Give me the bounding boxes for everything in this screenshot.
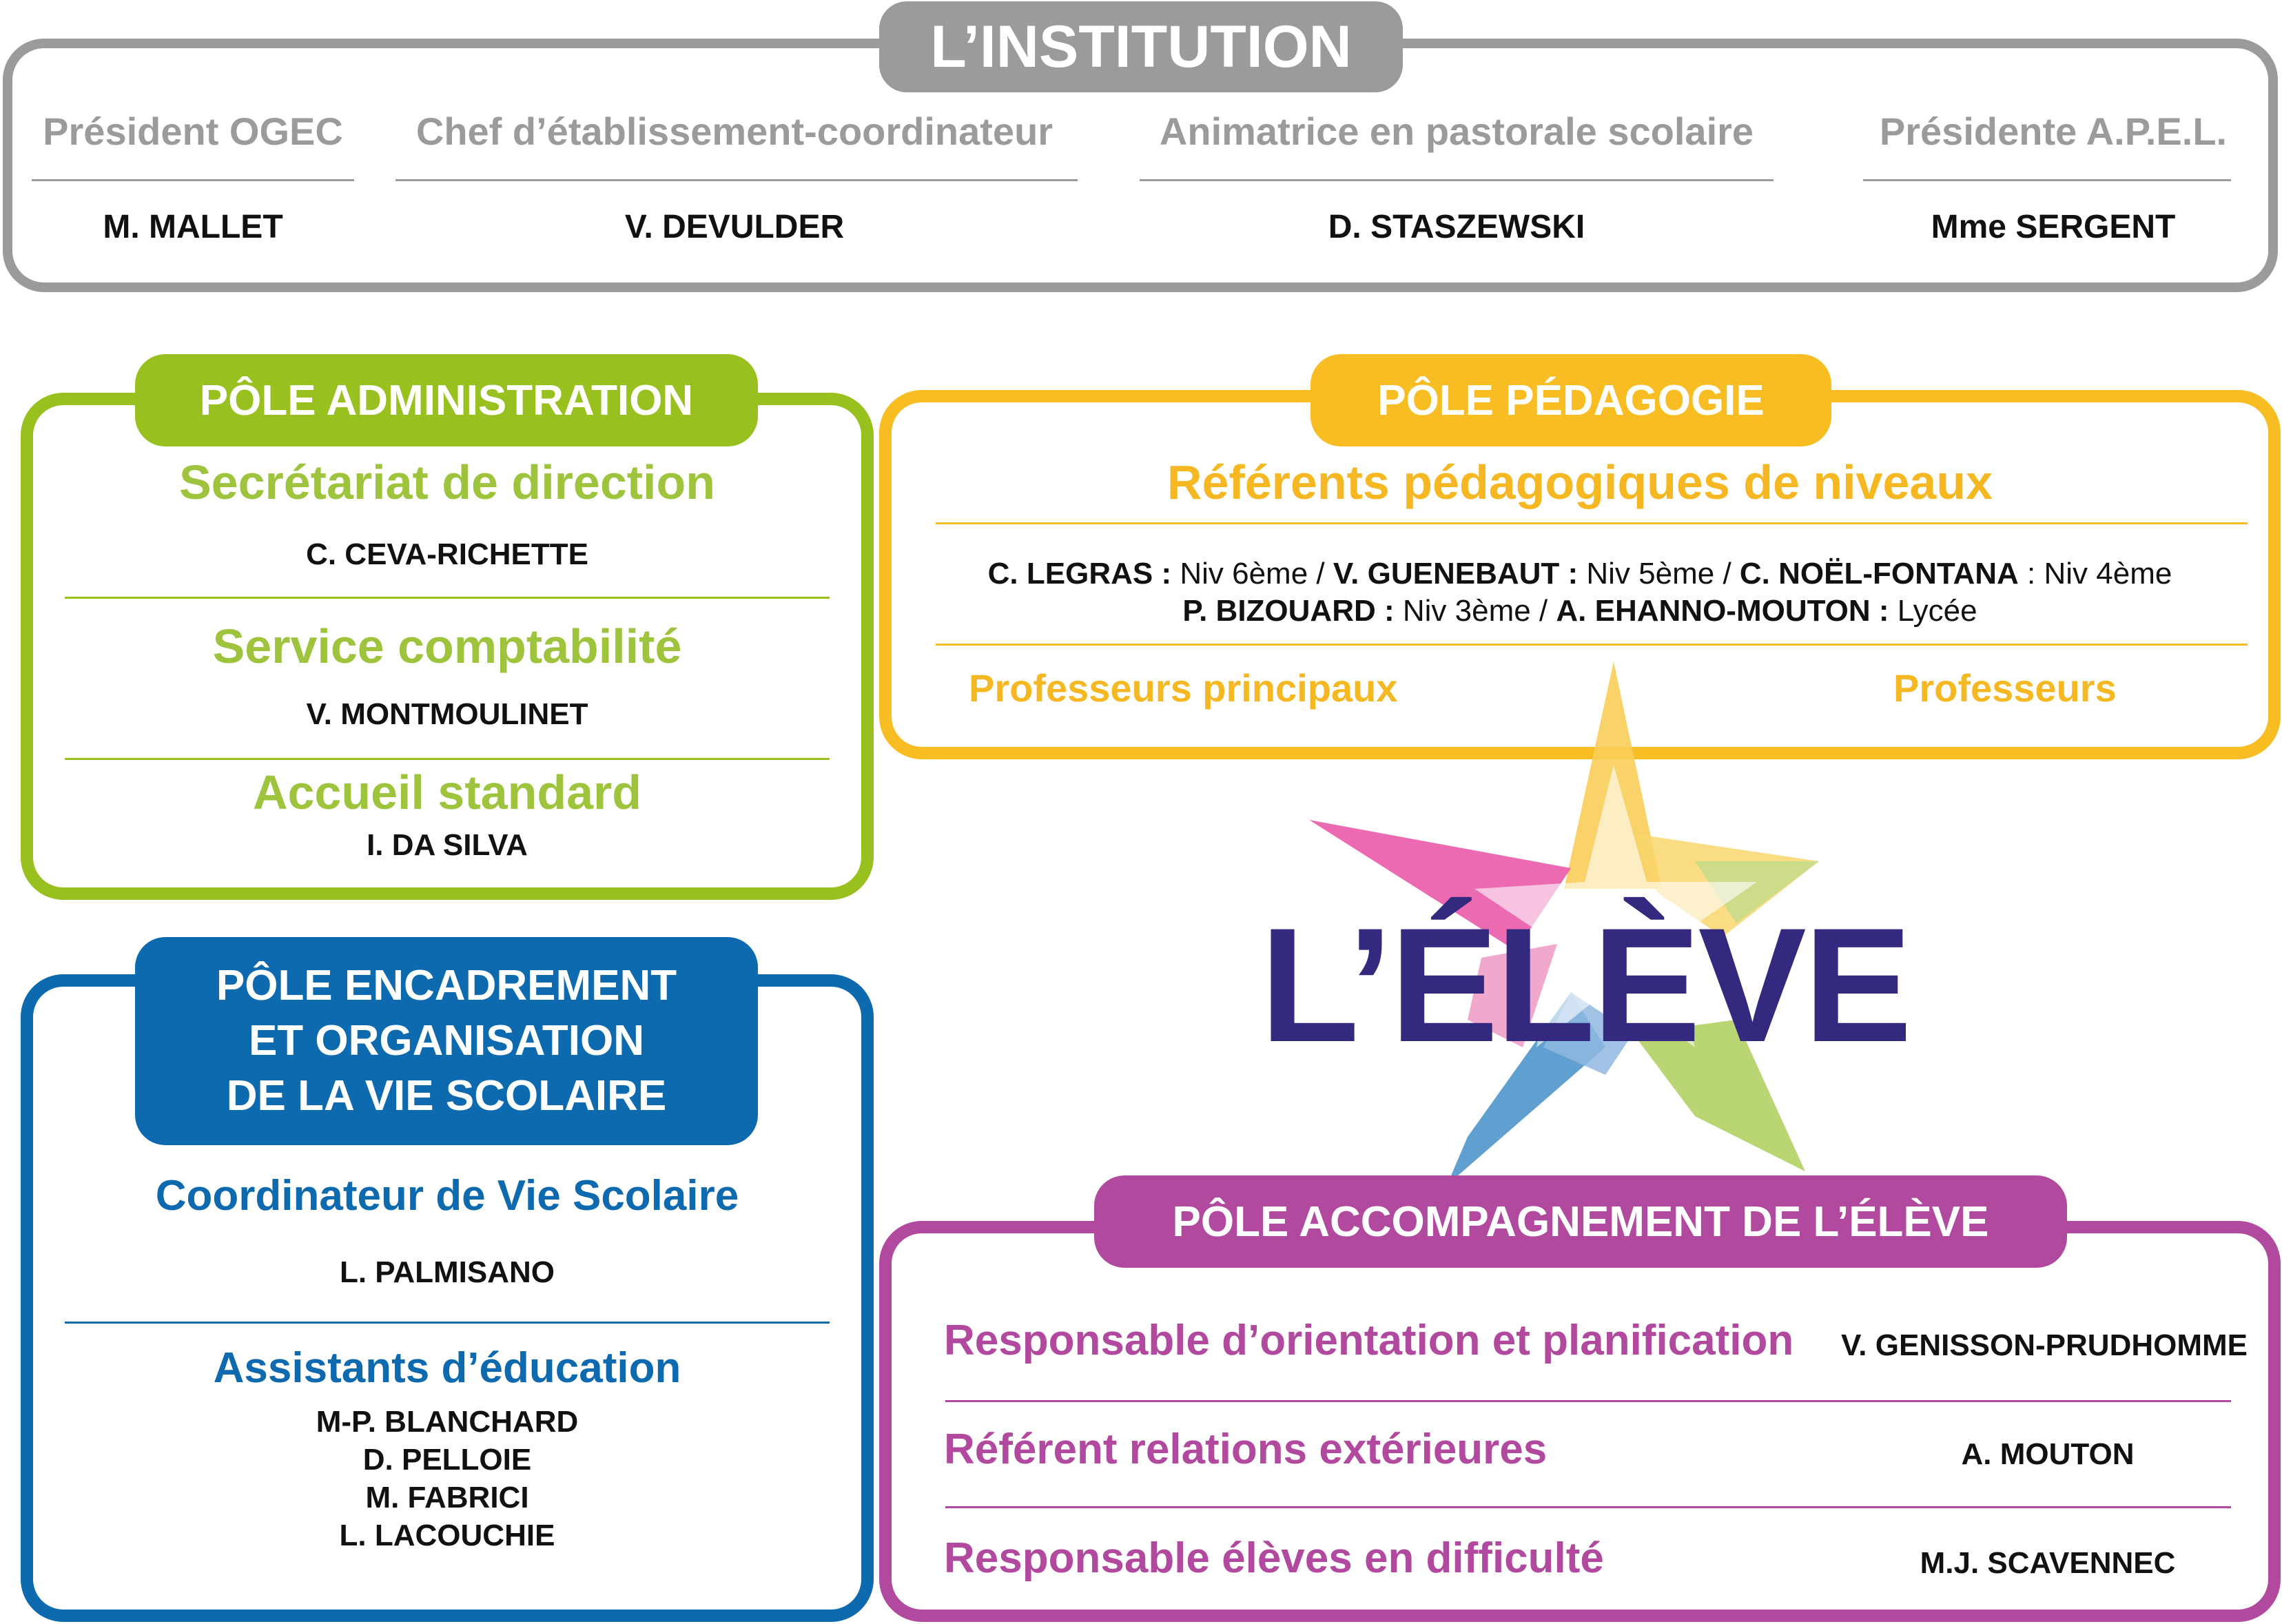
admin-section-name: C. CEVA-RICHETTE — [306, 537, 588, 571]
pedagogie-right-label: Professeurs — [1893, 666, 2117, 710]
assistants-list: M-P. BLANCHARD D. PELLOIE M. FABRICI L. … — [41, 1403, 853, 1554]
encadrement-divider — [65, 1322, 830, 1324]
admin-section-heading: Secrétariat de direction — [178, 455, 716, 509]
star-core — [1474, 765, 1757, 1047]
encadrement-title-line: DE LA VIE SCOLAIRE — [226, 1072, 667, 1120]
pedagogie-title-tab: PÔLE PÉDAGOGIE — [1310, 354, 1831, 446]
institution-role: Animatrice en pastorale scolaire — [1159, 110, 1754, 153]
coordinator-name: L. PALMISANO — [339, 1255, 555, 1289]
institution-role: Présidente A.P.E.L. — [1879, 110, 2228, 153]
star-arm-right-green — [1695, 861, 1819, 923]
assistant-name: M. FABRICI — [365, 1481, 529, 1514]
referent-level: Lycée — [1889, 594, 1977, 628]
institution-member-3: Animatrice en pastorale scolaire — [1126, 109, 1787, 154]
assistant-name: L. LACOUCHIE — [339, 1519, 555, 1552]
referent-name: C. NOËL-FONTANA — [1739, 557, 2019, 590]
institution-title: L’INSTITUTION — [930, 13, 1352, 80]
coordinator-heading: Coordinateur de Vie Scolaire — [155, 1172, 739, 1220]
accompagnement-divider — [945, 1400, 2231, 1402]
pedagogie-heading: Référents pédagogiques de niveaux — [1166, 455, 1993, 509]
accompagnement-role: Référent relations extérieures — [944, 1426, 1548, 1473]
pedagogie-title: PÔLE PÉDAGOGIE — [1377, 376, 1765, 424]
institution-role: Chef d’établissement-coordinateur — [415, 110, 1053, 153]
assistant-name: D. PELLOIE — [362, 1443, 532, 1477]
administration-title: PÔLE ADMINISTRATION — [199, 376, 694, 424]
encadrement-title-line: ET ORGANISATION — [248, 1017, 645, 1065]
accompagnement-name: V. GENISSON-PRUDHOMME — [1841, 1328, 2248, 1362]
referent-level: Niv 5ème / — [1578, 557, 1740, 590]
accompagnement-panel — [879, 1221, 2281, 1622]
referent-name: P. BIZOUARD : — [1182, 594, 1395, 628]
institution-name: V. DEVULDER — [624, 209, 845, 245]
institution-name: D. STASZEWSKI — [1328, 209, 1585, 245]
accompagnement-name: A. MOUTON — [1961, 1437, 2135, 1471]
institution-member-1: Président OGEC — [28, 109, 358, 154]
institution-divider — [32, 179, 354, 181]
institution-title-tab: L’INSTITUTION — [879, 1, 1403, 92]
pedagogie-panel — [879, 390, 2281, 759]
assistants-heading: Assistants d’éducation — [213, 1344, 681, 1392]
star-arm-lower-left-pink — [1468, 944, 1557, 1047]
star-graphic — [1309, 661, 1819, 1185]
admin-divider — [65, 758, 830, 760]
pedagogie-divider — [936, 644, 2248, 646]
accompagnement-divider — [945, 1506, 2231, 1508]
admin-section-name: V. MONTMOULINET — [306, 697, 588, 731]
admin-divider — [65, 597, 830, 599]
referent-name: C. LEGRAS : — [987, 557, 1172, 590]
institution-divider — [1863, 179, 2231, 181]
institution-member-2: Chef d’établissement-coordinateur — [387, 109, 1082, 154]
pedagogie-referents-line-2: P. BIZOUARD : Niv 3ème / A. EHANNO-MOUTO… — [903, 594, 2257, 628]
accompagnement-title-tab: PÔLE ACCOMPAGNEMENT DE L’ÉLÈVE — [1094, 1175, 2067, 1268]
institution-divider — [1140, 179, 1774, 181]
encadrement-title-line: PÔLE ENCADREMENT — [216, 962, 677, 1009]
star-arm-bottom-right — [1633, 1020, 1805, 1171]
admin-section-heading: Service comptabilité — [212, 619, 682, 673]
referent-level: : Niv 4ème — [2018, 557, 2172, 590]
institution-name: M. MALLET — [103, 209, 283, 245]
administration-title-tab: PÔLE ADMINISTRATION — [135, 354, 758, 446]
institution-divider — [395, 179, 1078, 181]
assistant-name: M-P. BLANCHARD — [316, 1405, 579, 1439]
accompagnement-name: M.J. SCAVENNEC — [1920, 1546, 2176, 1580]
pedagogie-divider — [936, 522, 2248, 524]
pedagogie-left-label: Professeurs principaux — [969, 666, 1398, 710]
referent-level: Niv 6ème / — [1171, 557, 1333, 590]
referent-name: A. EHANNO-MOUTON : — [1556, 594, 1889, 628]
star-arm-left — [1309, 820, 1571, 951]
accompagnement-role: Responsable élèves en difficulté — [944, 1534, 1604, 1582]
institution-name: Mme SERGENT — [1931, 209, 2176, 245]
institution-member-4: Présidente A.P.E.L. — [1847, 109, 2260, 154]
pedagogie-referents-line-1: C. LEGRAS : Niv 6ème / V. GUENEBAUT : Ni… — [903, 557, 2257, 591]
institution-role: Président OGEC — [43, 110, 343, 153]
accompagnement-title: PÔLE ACCOMPAGNEMENT DE L’ÉLÈVE — [1172, 1198, 1989, 1246]
encadrement-title-tab: PÔLE ENCADREMENT ET ORGANISATION DE LA V… — [135, 937, 758, 1145]
accompagnement-role: Responsable d’orientation et planificati… — [944, 1317, 1794, 1364]
eleve-label: L’ÉLÈVE — [1260, 894, 1913, 1076]
admin-section-name: I. DA SILVA — [367, 828, 528, 862]
referent-level: Niv 3ème / — [1394, 594, 1556, 628]
admin-section-heading: Accueil standard — [252, 765, 642, 819]
referent-name: V. GUENEBAUT : — [1333, 557, 1579, 590]
